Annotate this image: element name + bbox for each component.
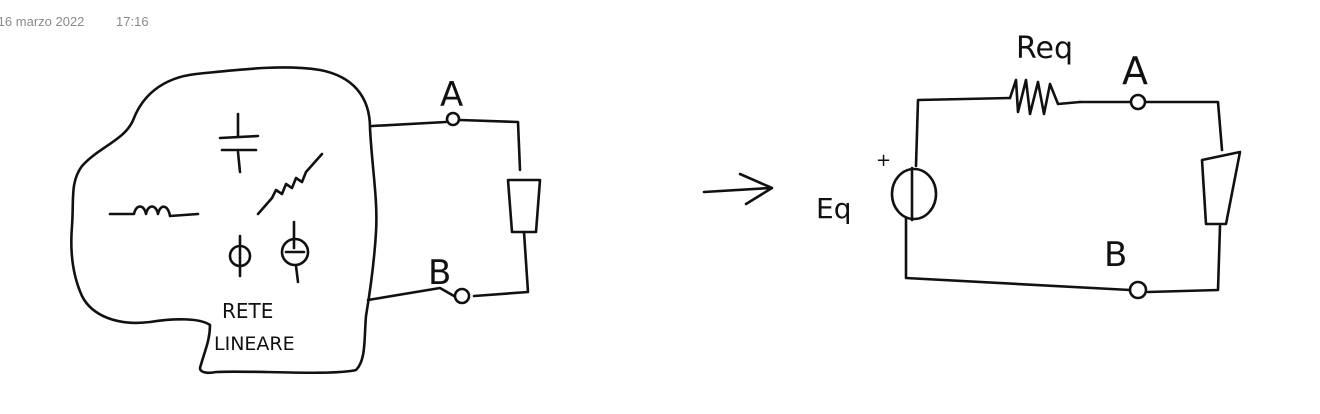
right-load-resistor bbox=[1200, 150, 1242, 226]
equivalence-arrow bbox=[702, 172, 774, 206]
network-label-line2: LINEARE bbox=[214, 333, 295, 355]
left-wire-bottom bbox=[366, 286, 456, 302]
right-wire-right bbox=[1146, 224, 1222, 294]
inductor-symbol bbox=[108, 205, 200, 218]
left-terminal-a bbox=[445, 111, 461, 127]
req-label: Req bbox=[1016, 31, 1073, 66]
source-plus-sign: + bbox=[876, 150, 891, 171]
network-label-line1: RETE bbox=[222, 299, 273, 323]
right-node-b-label: B bbox=[1104, 235, 1127, 275]
note-date: edì 16 marzo 2022 bbox=[0, 14, 85, 29]
note-time: 17:16 bbox=[116, 14, 149, 29]
right-series-resistor bbox=[1008, 78, 1082, 116]
right-wire-bottom bbox=[904, 216, 1132, 292]
note-header: edì 16 marzo 2022 17:16 bbox=[0, 14, 149, 29]
right-wire-left-top bbox=[914, 96, 1012, 168]
left-wire-top bbox=[370, 118, 522, 172]
network-blob-outline bbox=[70, 66, 378, 375]
right-wire-top-right bbox=[1144, 100, 1224, 152]
equivalent-voltage-source bbox=[890, 167, 938, 221]
left-node-b-label: B bbox=[428, 253, 451, 293]
voltage-source-leads bbox=[284, 220, 306, 284]
left-node-a-label: A bbox=[440, 75, 463, 115]
resistor-symbol bbox=[256, 152, 324, 216]
left-load-resistor bbox=[506, 178, 542, 234]
left-wire-right bbox=[472, 230, 530, 298]
capacitor-symbol bbox=[218, 112, 260, 174]
right-terminal-b bbox=[1128, 280, 1148, 300]
left-terminal-b bbox=[453, 287, 471, 305]
right-terminal-a bbox=[1129, 93, 1147, 111]
right-node-a-label: A bbox=[1122, 49, 1148, 93]
eq-source-label: Eq bbox=[816, 192, 851, 225]
